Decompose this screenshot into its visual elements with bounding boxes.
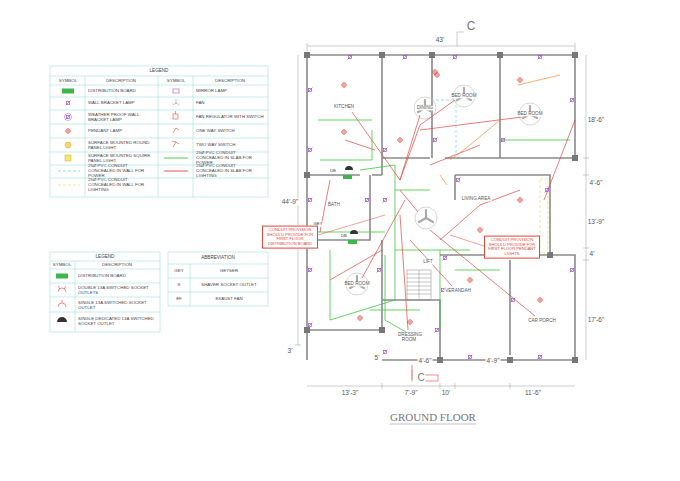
room-name: BED ROOM [516, 111, 543, 116]
dimension: 44'-9" [281, 198, 300, 205]
room-label-box: KITCHEN [333, 104, 355, 109]
room-name: DRESSING ROOM [397, 332, 421, 343]
legend-text: ONE WAY SWITCH [196, 128, 264, 133]
room-name: LIVING AREA [461, 196, 492, 201]
room-name: BED ROOM [450, 93, 477, 98]
legend-text: WEATHER PROOF WALL BRACKET LAMP [88, 112, 154, 122]
table-heading: ABBREVIATION [201, 255, 235, 260]
table-header: SYMBOL [53, 263, 71, 268]
legend-swatch [62, 89, 74, 94]
dimension: 4'-6" [418, 357, 433, 364]
board-tag: DB [329, 169, 337, 174]
legend-text: 25Ø PVC CONDUIT CONCEALED IN WALL FOR LI… [88, 177, 154, 192]
dimension: 4' [589, 250, 596, 257]
table-cell: GEY [174, 269, 183, 274]
callout-text: CONDUIT PROVISION SHOULD PROVIDE FOR FIR… [264, 228, 316, 247]
dimension: 5' [374, 354, 381, 361]
section-mark: C [416, 372, 425, 383]
room-label-box: BED ROOM [516, 111, 543, 116]
legend-text: WALL BRACKET LAMP [88, 100, 154, 105]
board-tag: DB [340, 234, 348, 239]
room-label-box: BED ROOM [450, 93, 477, 98]
room-name: VERANDAH [444, 288, 472, 293]
legend-text: SURFACE MOUNTED ROUND PANEL LIGHT [88, 140, 154, 150]
table-cell: S [178, 283, 181, 288]
room-label-box: BED ROOM [343, 281, 370, 286]
dimension: 18'-6" [587, 116, 606, 123]
legend-text: MIRROR LAMP [196, 88, 264, 93]
legend-text: FAN [196, 100, 264, 105]
room-label-box: DINING [416, 105, 434, 110]
drawing-title: GROUND FLOOR [390, 411, 476, 423]
legend-text: 25Ø PVC CONDUIT CONCEALED IN SLAB FOR LI… [196, 163, 264, 178]
dimension: 11'-6" [524, 389, 542, 396]
table-header: DESCRIPTION [102, 263, 132, 268]
legend-text: PENDANT LAMP [88, 128, 154, 133]
table-cell: GEYSER [220, 269, 238, 274]
dimension: 4'-9" [486, 357, 501, 364]
room-label: LIFT [422, 259, 433, 264]
callout-box: CONDUIT PROVISION SHOULD PROVIDE FOR FIR… [484, 236, 540, 259]
dimension: 17'-6" [587, 316, 606, 323]
table-cell: SHAVER SOCKET OUTLET [201, 283, 256, 288]
dimension: 7'-9" [404, 389, 419, 396]
dimension: 13'-3" [341, 389, 360, 396]
legend-swatch [56, 274, 68, 279]
room-name: KITCHEN [333, 104, 355, 109]
table-cell: EF [176, 297, 182, 302]
room-label-box: CAR PORCH [527, 318, 557, 323]
legend-text: SINGLE DEDICATED 13A SWITCHED SOCKET OUT… [78, 316, 158, 326]
section-mark: C [467, 20, 476, 33]
dimension: 4'-6" [589, 179, 604, 186]
dimension: 13'-9" [587, 218, 606, 225]
room-label-box: DRESSING ROOM [397, 332, 421, 343]
table-heading: LEGEND [150, 68, 169, 73]
legend-text: 25Ø PVC CONDUIT CONCEALED IN SLAB FOR PO… [196, 150, 264, 165]
dimension: 10' [441, 389, 451, 396]
table-header: SYMBOL [59, 78, 77, 83]
room-label-box: LIVING AREA [461, 196, 492, 201]
legend-text: FAN REGULATOR WITH SWITCH [196, 114, 264, 119]
callout-box: CONDUIT PROVISION SHOULD PROVIDE FOR FIR… [262, 226, 318, 249]
legend-text: TWO WAY SWITCH [196, 142, 264, 147]
room-name: DINING [416, 105, 434, 110]
room-name: CAR PORCH [527, 318, 557, 323]
legend-text: DOUBLE 13A SWITCHED SOCKET OUTLETS [78, 285, 158, 295]
legend-text: SINGLE 13A SWITCHED SOCKET OUTLET [78, 300, 158, 310]
table-cell: EXAUST FAN [215, 297, 242, 302]
dimension: 43' [435, 36, 445, 43]
callout-text: CONDUIT PROVISION SHOULD PROVIDE FOR FIR… [486, 238, 538, 257]
room-name: BATH [327, 202, 341, 207]
dimension: 3' [287, 347, 294, 354]
room-label-box: BATH [327, 202, 341, 207]
legend-text: 25Ø PVC CONDUIT CONCEALED IN WALL FOR PO… [88, 163, 154, 178]
legend-text: SURFACE MOUNTED SQUIRE PANEL LIGHT [88, 153, 154, 163]
legend-text: DISTRIBUTION BOARD [88, 88, 154, 93]
table-heading: LEGEND [96, 254, 115, 259]
room-name: BED ROOM [343, 281, 370, 286]
table-header: SYMBOL [167, 78, 185, 83]
table-header: DESCRIPTION [106, 78, 136, 83]
legend-text: DISTRIBUTION BOARD [78, 273, 158, 278]
room-label-box: VERANDAH [444, 288, 472, 293]
table-header: DESCRIPTION [215, 78, 245, 83]
